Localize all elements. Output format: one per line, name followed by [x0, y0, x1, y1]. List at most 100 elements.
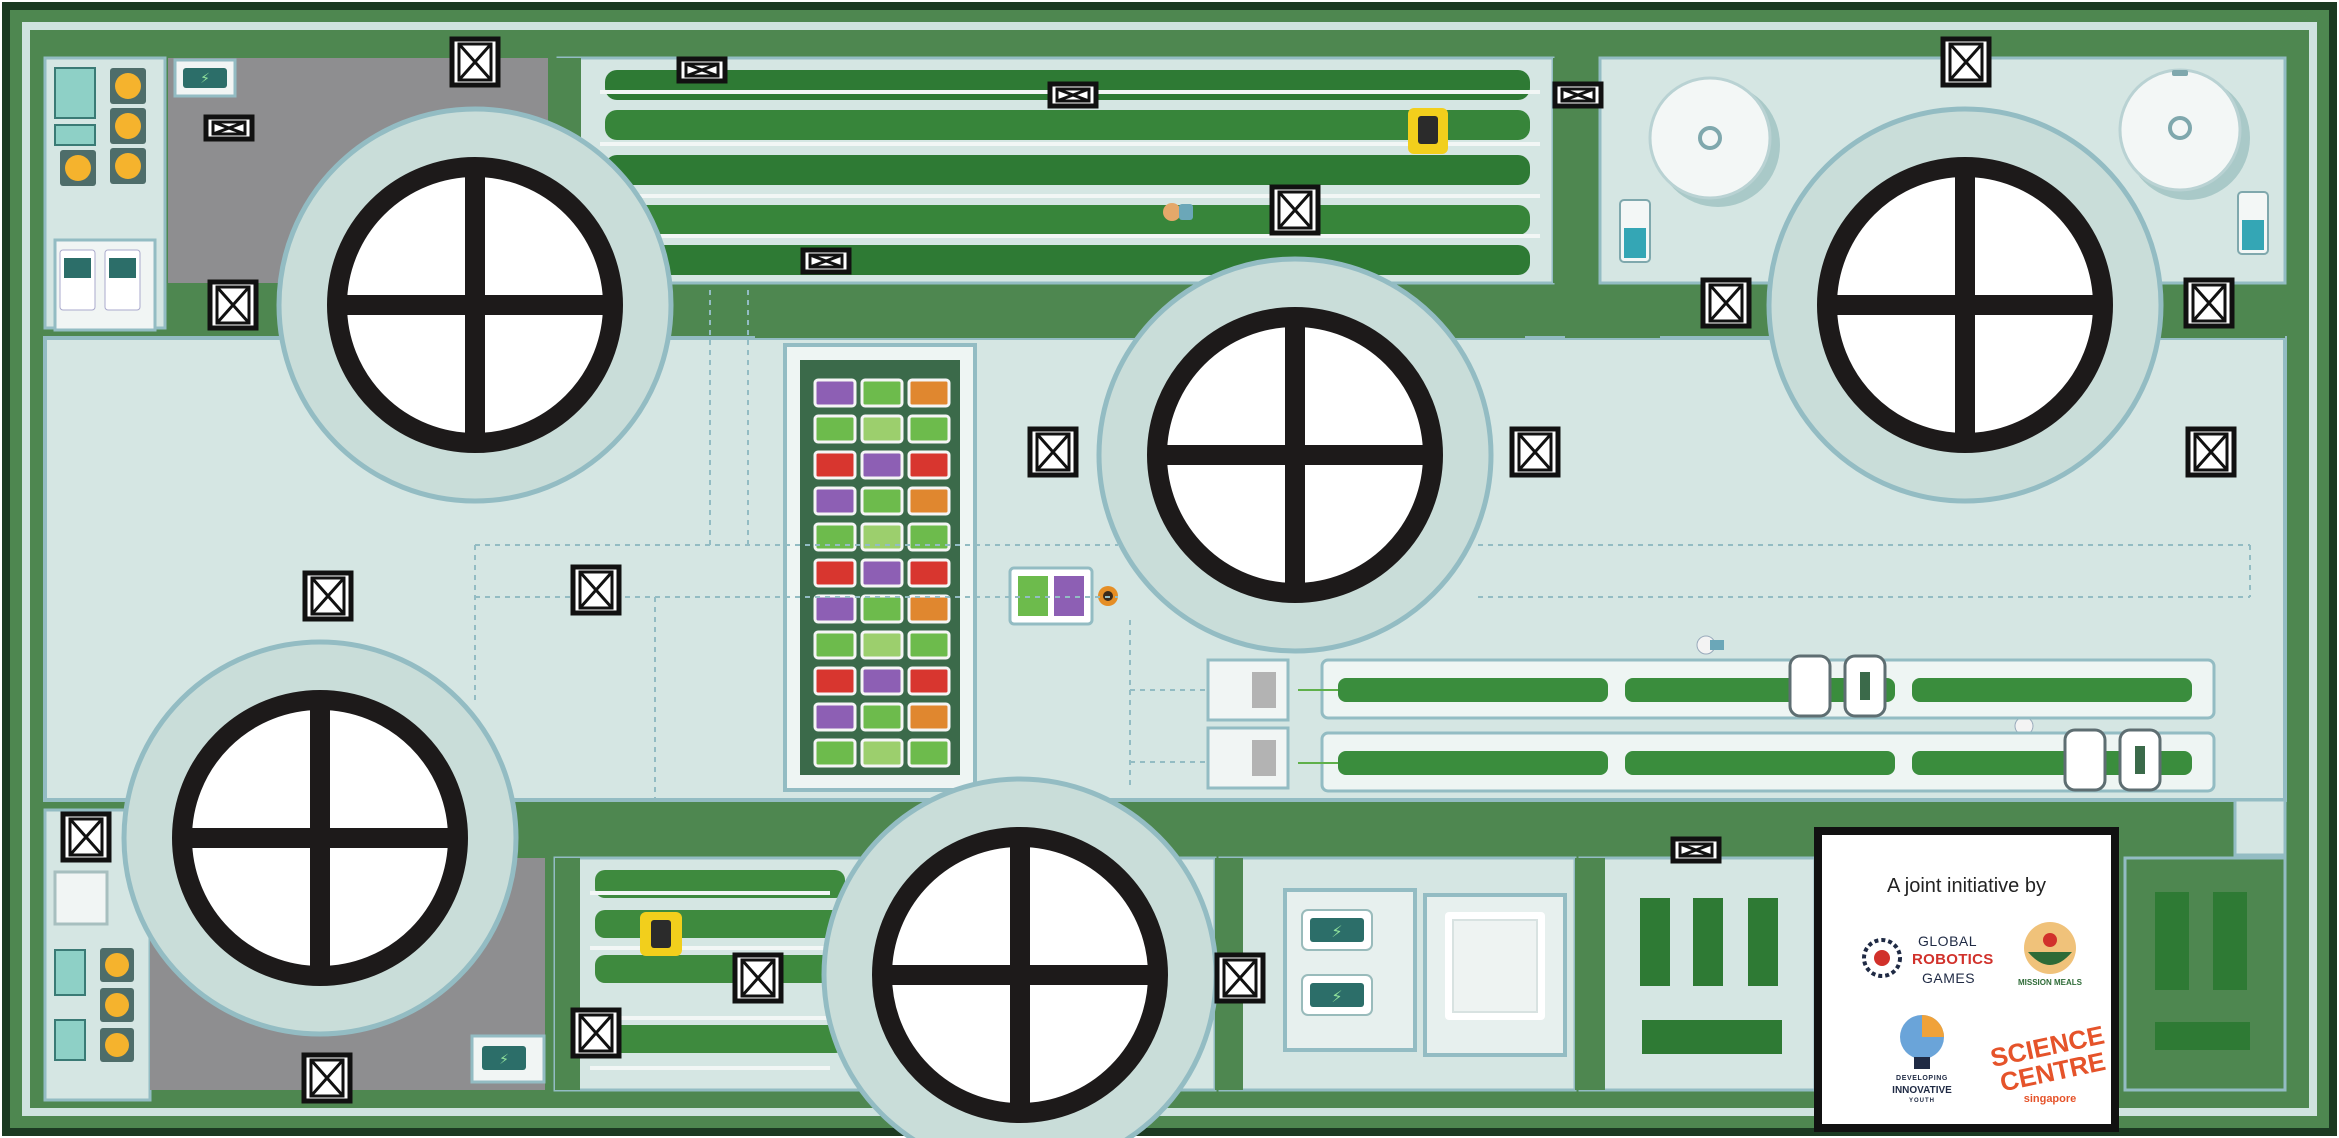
fan-unit-icon [54, 948, 134, 1062]
robot-icon [1408, 108, 1448, 154]
box-x-marker [203, 114, 255, 142]
box-x-marker [1670, 836, 1722, 864]
box-x-marker [1047, 81, 1099, 109]
planter-beds [1640, 892, 2250, 1054]
crop-tray [813, 414, 857, 444]
diy-line1: DEVELOPING [1896, 1075, 1948, 1082]
water-bottle-icon [1619, 191, 2269, 263]
crop-tray [860, 414, 904, 444]
box-x-marker [60, 811, 112, 863]
box-x-marker [1027, 426, 1079, 478]
svg-text:⚡: ⚡ [1331, 987, 1342, 1006]
box-x-marker [1509, 426, 1561, 478]
crop-tray [907, 702, 951, 732]
crop-tray [813, 486, 857, 516]
svg-text:⚡: ⚡ [1331, 922, 1342, 941]
wall-segment [1565, 296, 1660, 338]
target-circle [121, 639, 519, 1037]
crop-tray [813, 630, 857, 660]
power-station-icon: ⚡ [53, 58, 237, 332]
box-x-marker [570, 564, 622, 616]
sponsor-title: A joint initiative by [1887, 875, 2046, 897]
grg-line3: GAMES [1922, 970, 1976, 986]
singapore-text: singapore [2023, 1093, 2077, 1105]
grg-line2: ROBOTICS [1912, 951, 1994, 968]
crop-tray [813, 594, 857, 624]
science-centre-logo: SCIENCE CENTRE singapore [1988, 1005, 2110, 1115]
crop-tray-icon [813, 378, 951, 768]
worker-icon [1163, 203, 1193, 221]
box-x-marker [1214, 952, 1266, 1004]
water-tank-icon [1648, 68, 2250, 207]
science-centre-text: SCIENCE CENTRE [1987, 1019, 2109, 1098]
grg-line1: GLOBAL [1918, 933, 1978, 949]
svg-text:⚡: ⚡ [499, 1052, 509, 1068]
target-circle [821, 776, 1219, 1138]
crop-tray [860, 666, 904, 696]
diy-line3: YOUTH [1909, 1098, 1935, 1104]
crop-tray [860, 378, 904, 408]
box-x-marker [207, 279, 259, 331]
crop-tray [860, 522, 904, 552]
crop-tray [907, 630, 951, 660]
crop-tray [813, 666, 857, 696]
crop-tray [907, 594, 951, 624]
wall-segment [525, 808, 585, 850]
worker-icon [1696, 635, 2034, 736]
lightbulb-icon [1900, 1015, 1944, 1069]
crop-tray [907, 414, 951, 444]
bowl-icon [2024, 922, 2076, 974]
box-x-marker [732, 952, 784, 1004]
developing-innovative-youth-logo: DEVELOPING INNOVATIVE YOUTH [1862, 1011, 1982, 1111]
crop-tray [813, 738, 857, 768]
power-station-icon: ⚡ [470, 1034, 546, 1084]
robot-icon [640, 912, 682, 956]
sponsor-panel: A joint initiative by GLOBAL ROBOTICS GA… [1814, 827, 2119, 1132]
box-x-marker [1269, 184, 1321, 236]
box-x-marker [1700, 277, 1752, 329]
crop-tray [860, 558, 904, 588]
box-x-marker [449, 36, 501, 88]
diy-line2: INNOVATIVE [1892, 1085, 1952, 1096]
crop-tray [907, 558, 951, 588]
power-station-icon: ⚡ ⚡ [1283, 888, 1567, 1057]
box-x-marker [1940, 36, 1992, 88]
target-circle [1096, 256, 1494, 654]
crop-tray [907, 522, 951, 552]
box-x-marker [2183, 277, 2235, 329]
box-x-marker [302, 570, 354, 622]
gear-icon [1862, 938, 1902, 978]
svg-text:⚡: ⚡ [200, 71, 210, 87]
box-x-marker [800, 247, 852, 275]
target-circle [1766, 106, 2164, 504]
crop-tray [907, 378, 951, 408]
crop-tray [860, 450, 904, 480]
box-x-marker [570, 1007, 622, 1059]
crop-tray [907, 450, 951, 480]
box-x-marker [1552, 81, 1604, 109]
crop-tray [907, 666, 951, 696]
crop-tray [813, 378, 857, 408]
door-unit-icon [1788, 654, 2162, 792]
crop-tray [860, 630, 904, 660]
crop-tray [860, 486, 904, 516]
crop-tray [860, 594, 904, 624]
crop-tray [813, 522, 857, 552]
crop-tray [860, 702, 904, 732]
crop-tray [860, 738, 904, 768]
target-circle [276, 106, 674, 504]
mission-meals-text: MISSION MEALS [2017, 978, 2082, 987]
box-x-marker [676, 56, 728, 84]
mission-meals-logo: MISSION MEALS [2015, 920, 2085, 990]
crop-tray [907, 738, 951, 768]
fan-unit-icon [54, 67, 146, 186]
global-robotics-games-logo: GLOBAL ROBOTICS GAMES [1852, 923, 2002, 993]
crop-tray [813, 558, 857, 588]
box-x-marker [301, 1052, 353, 1104]
box-x-marker [2185, 426, 2237, 478]
guide-lines [474, 290, 2251, 800]
crop-tray [813, 450, 857, 480]
crop-tray [907, 486, 951, 516]
